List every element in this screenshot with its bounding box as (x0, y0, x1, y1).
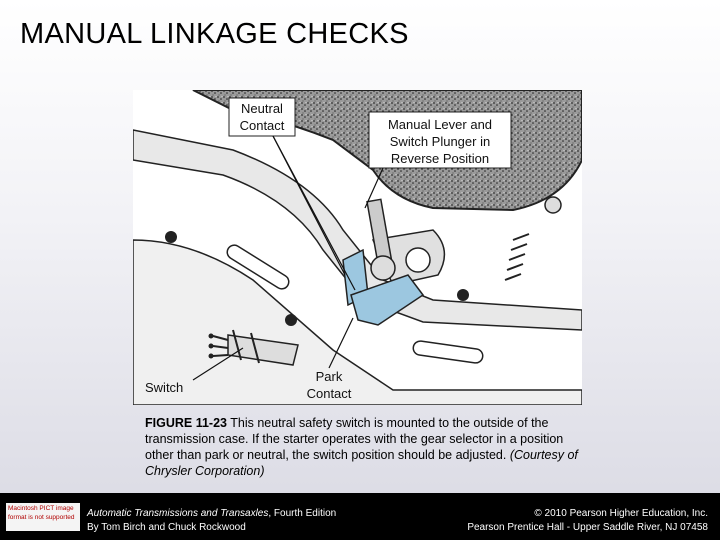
publisher-text: Pearson Prentice Hall - Upper Saddle Riv… (467, 521, 708, 535)
footer-publisher-info: © 2010 Pearson Higher Education, Inc. Pe… (467, 507, 708, 535)
slide-title: MANUAL LINKAGE CHECKS (20, 18, 409, 51)
bolt (165, 231, 177, 243)
lever-pivot (406, 248, 430, 272)
footer-bar: Macintosh PICT image format is not suppo… (0, 493, 720, 540)
plunger-head (371, 256, 395, 280)
manual-lever-label-3: Reverse Position (391, 151, 489, 166)
spring (505, 234, 529, 280)
bolt (285, 314, 297, 326)
bolt (545, 197, 561, 213)
book-authors: By Tom Birch and Chuck Rockwood (87, 521, 336, 535)
footer-book-info: Automatic Transmissions and Transaxles, … (87, 507, 336, 535)
neutral-safety-switch-illustration: Neutral Contact Manual Lever and Switch … (133, 90, 582, 405)
book-title: Automatic Transmissions and Transaxles (87, 508, 268, 519)
unsupported-image-badge: Macintosh PICT image format is not suppo… (6, 503, 80, 531)
park-contact-label-2: Contact (307, 386, 352, 401)
park-contact-label-1: Park (316, 369, 343, 384)
linkage-figure: Neutral Contact Manual Lever and Switch … (133, 90, 582, 405)
slot-right (412, 340, 483, 364)
switch-label: Switch (145, 380, 183, 395)
book-edition: , Fourth Edition (268, 508, 336, 519)
neutral-contact-label-1: Neutral (241, 101, 283, 116)
manual-lever-label-1: Manual Lever and (388, 117, 492, 132)
figure-number: FIGURE 11-23 (145, 416, 227, 430)
copyright-text: © 2010 Pearson Higher Education, Inc. (467, 507, 708, 521)
figure-caption: FIGURE 11-23 This neutral safety switch … (145, 415, 595, 479)
manual-lever-label-2: Switch Plunger in (390, 134, 490, 149)
neutral-contact-label-2: Contact (240, 118, 285, 133)
bolt (457, 289, 469, 301)
